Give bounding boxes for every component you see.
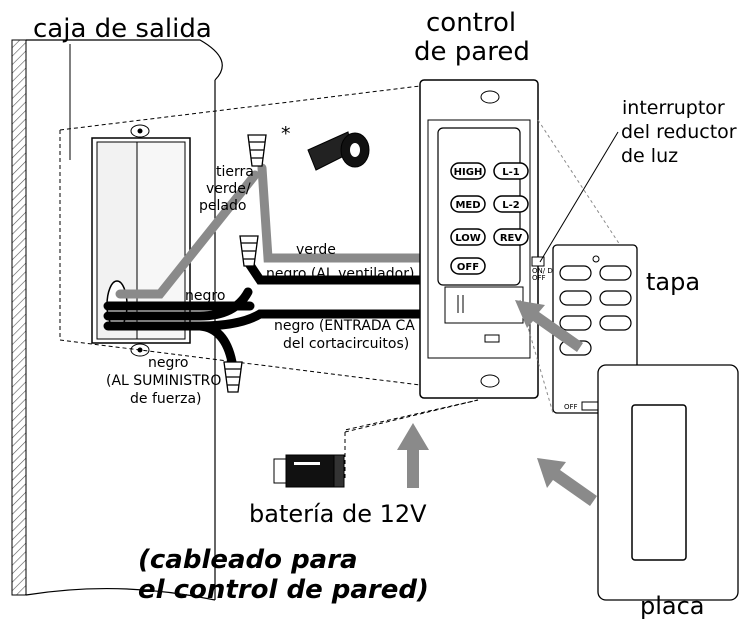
button-l1[interactable]: L-1: [493, 162, 529, 180]
plate-label: placa: [640, 592, 705, 620]
black-to-supply-label-line3: de fuerza): [130, 391, 202, 407]
button-med[interactable]: MED: [450, 195, 486, 213]
button-high[interactable]: HIGH: [450, 162, 486, 180]
button-l1-label: L-1: [502, 167, 520, 178]
black-ac-in-label-line2: del cortacircuitos): [283, 336, 409, 352]
battery-connection-line: [344, 399, 479, 478]
ground-wire-label-line3: pelado: [199, 198, 246, 214]
black-wire-label: negro: [185, 288, 225, 304]
button-l2-label: L-2: [502, 200, 520, 211]
electrical-tape-icon: [307, 131, 370, 171]
black-to-supply-label-line1: negro: [148, 355, 188, 371]
button-med-label: MED: [455, 200, 480, 211]
arrow-battery-icon: [397, 423, 429, 488]
battery-icon: [273, 454, 345, 488]
wall: [11, 39, 223, 601]
button-high-label: HIGH: [454, 167, 483, 178]
dimmer-switch-label-line2: del reductor: [621, 121, 737, 143]
arrow-plate-icon: [537, 458, 597, 506]
button-rev-label: REV: [500, 233, 523, 244]
leader-lines: [69, 44, 619, 263]
cover-label: tapa: [646, 268, 700, 296]
outlet-box: [91, 124, 191, 357]
plate: [597, 364, 739, 601]
arrow-cover-icon: [515, 300, 583, 352]
wires: [103, 163, 425, 367]
cover-off-label: OFF: [564, 403, 578, 411]
arrows: [397, 300, 597, 506]
wall-control-label-line2: de pared: [414, 37, 530, 67]
dimmer-switch-label-line3: de luz: [621, 145, 678, 167]
ground-wire-label-line2: verde/: [206, 181, 251, 197]
black-to-supply-label-line2: (AL SUMINISTRO: [106, 373, 221, 389]
button-off-label: OFF: [457, 262, 479, 273]
caption-line1: (cableado para: [138, 545, 358, 575]
caption-line2: el control de pared): [138, 575, 429, 605]
wall-control-label-line1: control: [426, 8, 516, 38]
dimmer-switch-on-label: ON/ DIM: [532, 267, 561, 275]
button-off[interactable]: OFF: [450, 257, 486, 275]
asterisk-mark: *: [281, 123, 291, 145]
green-wire-label: verde: [296, 242, 336, 258]
outlet-box-label: caja de salida: [33, 14, 212, 44]
button-l2[interactable]: L-2: [493, 195, 529, 213]
battery-label: batería de 12V: [249, 500, 427, 528]
button-low-label: LOW: [455, 233, 481, 244]
button-low[interactable]: LOW: [450, 228, 486, 246]
black-ac-in-label-line1: negro (ENTRADA CA: [274, 318, 415, 334]
wire-nuts: [223, 134, 267, 393]
dimmer-switch-label-line1: interruptor: [622, 97, 725, 119]
button-rev[interactable]: REV: [493, 228, 529, 246]
black-to-fan-label: negro (AL ventilador): [266, 266, 414, 282]
ground-wire-label-line1: tierra: [216, 164, 254, 180]
dimmer-switch-off-label: OFF: [532, 274, 546, 282]
wall-control-buttons: HIGH L-1 MED L-2 LOW REV OFF ON/ DIM OFF: [450, 162, 561, 282]
